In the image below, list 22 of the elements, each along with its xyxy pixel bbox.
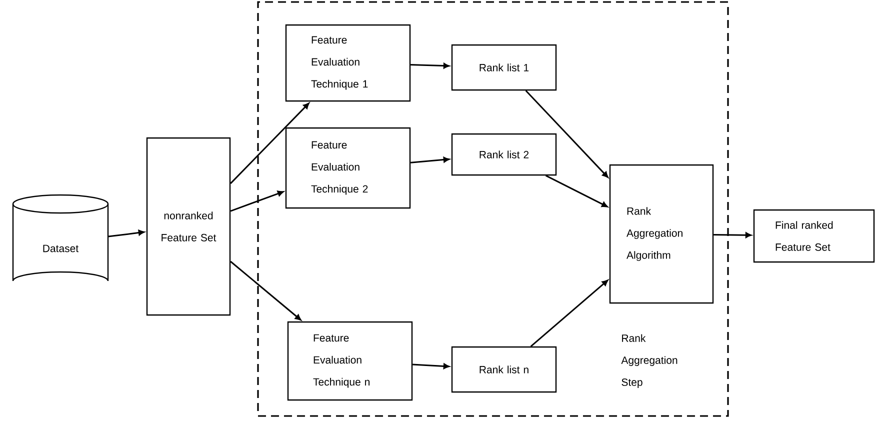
process-box: Rank list 2 (451, 133, 557, 176)
arrow (410, 62, 450, 69)
arrow (108, 230, 144, 238)
arrow (714, 232, 752, 238)
arrow (230, 102, 310, 184)
process-box: Feature Evaluation Technique 1 (285, 24, 411, 102)
arrow (530, 280, 608, 347)
arrow (230, 260, 302, 320)
process-box: Rank Aggregation Algorithm (609, 164, 714, 304)
arrow (545, 174, 608, 208)
arrow (410, 156, 450, 164)
arrow (230, 190, 284, 212)
process-box: Final ranked Feature Set (753, 209, 875, 263)
arrow (412, 363, 450, 370)
process-box: nonranked Feature Set (146, 137, 231, 316)
process-box: Feature Evaluation Technique 2 (285, 127, 411, 209)
group-label: Rank Aggregation Step (621, 334, 678, 388)
process-box: Rank list 1 (451, 44, 557, 91)
database-cylinder: Dataset (12, 194, 109, 282)
process-box: Feature Evaluation Technique n (287, 321, 413, 401)
process-box: Rank list n (451, 346, 557, 393)
arrow (525, 90, 608, 178)
